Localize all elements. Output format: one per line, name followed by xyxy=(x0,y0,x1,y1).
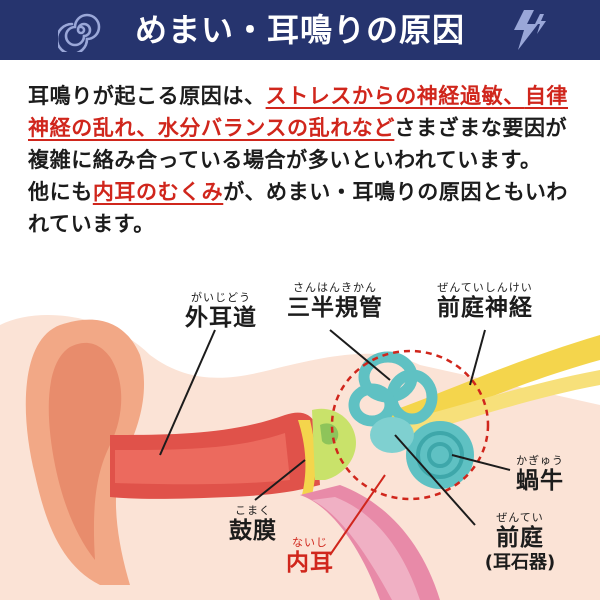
text-vestibule: 前庭 xyxy=(496,525,544,551)
paragraph-1: 耳鳴りが起こる原因は、ストレスからの神経過敏、自律神経の乱れ、水分バランスの乱れ… xyxy=(28,80,578,176)
text-outer-ear-canal: 外耳道 xyxy=(185,305,257,331)
pinna-inner xyxy=(48,342,122,560)
label-outer-ear-canal: がいじどう 外耳道 xyxy=(176,292,266,332)
paragraph-2-rest: が、めまい・耳鳴りの原因ともいわれています。 xyxy=(28,180,569,236)
ruby-eardrum: こまく xyxy=(235,504,271,517)
text-vestibular-nerve: 前庭神経 xyxy=(437,295,533,321)
text-semicircular-canals: 三半規管 xyxy=(287,295,383,321)
leader-vestibule xyxy=(394,434,476,526)
label-vestibule: ぜんてい 前庭 (耳石器) xyxy=(470,512,570,574)
spiral-icon xyxy=(58,13,101,52)
paragraph-1-lead: 耳鳴りが起こる原因は、 xyxy=(28,84,266,108)
title-banner: めまい・耳鳴りの原因 xyxy=(0,0,600,60)
ruby-outer-ear-canal: がいじどう xyxy=(191,291,251,304)
lightning-icon xyxy=(514,10,546,50)
leader-eardrum xyxy=(254,459,306,501)
cochlea-shape xyxy=(406,421,474,489)
ear-illustration xyxy=(0,315,600,600)
ruby-vestibular-nerve: ぜんていしんけい xyxy=(437,281,533,294)
ruby-cochlea: かぎゅう xyxy=(516,454,564,467)
eustachian-tube-inner xyxy=(312,497,420,600)
inner-ear-outline xyxy=(330,349,490,501)
emphasis-inner-ear-swelling: 内耳のむくみ xyxy=(92,180,224,204)
nerve-bundle xyxy=(380,335,600,435)
ear-anatomy-figure: がいじどう 外耳道 さんはんきかん 三半規管 ぜんていしんけい 前庭神経 こまく… xyxy=(0,282,600,600)
ruby-vestibule: ぜんてい xyxy=(496,511,544,524)
label-vestibular-nerve: ぜんていしんけい 前庭神経 xyxy=(420,282,550,322)
label-eardrum: こまく 鼓膜 xyxy=(218,505,288,545)
ear-canal-lining xyxy=(115,433,290,485)
eardrum-shape xyxy=(298,420,316,495)
leader-canals xyxy=(329,329,391,381)
leader-outer-canal xyxy=(159,329,216,456)
text-cochlea: 蝸牛 xyxy=(516,468,564,494)
page-title: めまい・耳鳴りの原因 xyxy=(134,11,465,49)
leader-cochlea xyxy=(451,454,511,471)
description-text: 耳鳴りが起こる原因は、ストレスからの神経過敏、自律神経の乱れ、水分バランスの乱れ… xyxy=(28,80,578,240)
semicircular-canals xyxy=(348,351,438,427)
leader-nerve xyxy=(469,329,486,386)
leader-inner-ear xyxy=(329,474,386,556)
text-vestibule-sub: (耳石器) xyxy=(484,552,556,573)
ruby-semicircular-canals: さんはんきかん xyxy=(293,281,377,294)
paragraph-1-rest: さまざまな要因が複雑に絡み合っている場合が多いといわれています。 xyxy=(28,116,568,172)
paragraph-2: 他にも内耳のむくみが、めまい・耳鳴りの原因ともいわれています。 xyxy=(28,176,578,240)
emphasis-stress: ストレスからの神経過敏、 xyxy=(265,84,525,108)
ruby-inner-ear: ないじ xyxy=(292,536,328,549)
text-eardrum: 鼓膜 xyxy=(229,518,277,544)
emphasis-autonomic: 自律神経の乱れ、水分バランスの乱れなど xyxy=(28,84,569,140)
label-cochlea: かぎゅう 蝸牛 xyxy=(505,455,575,495)
text-inner-ear: 内耳 xyxy=(286,550,334,576)
paragraph-2-lead: 他にも xyxy=(28,180,93,204)
label-inner-ear: ないじ 内耳 xyxy=(275,537,345,577)
label-semicircular-canals: さんはんきかん 三半規管 xyxy=(275,282,395,322)
